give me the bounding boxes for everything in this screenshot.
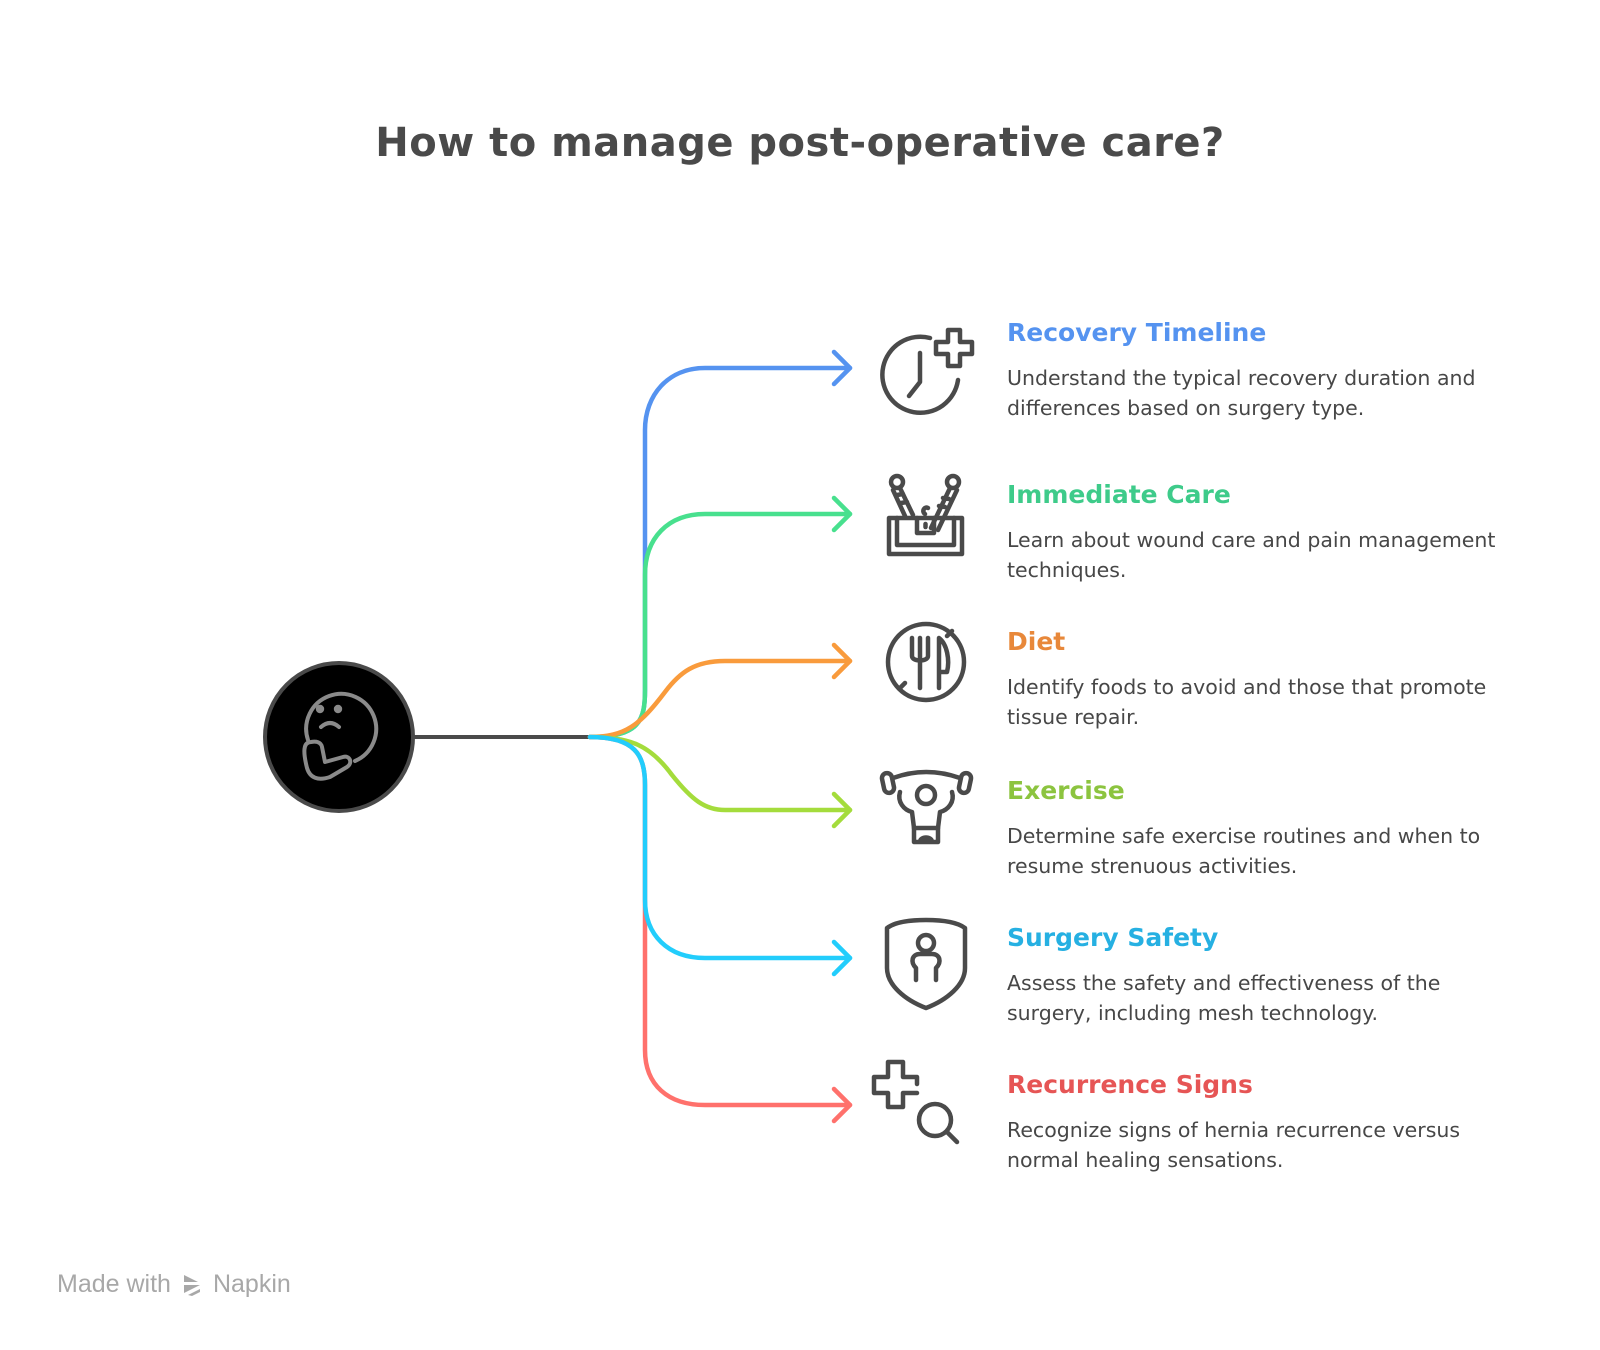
branch-title-diet: Diet bbox=[1007, 627, 1066, 656]
made-with-napkin-footer: Made with Napkin bbox=[57, 1270, 291, 1299]
branch-line-recurrence-signs bbox=[587, 734, 853, 1108]
branch-title-recovery-timeline: Recovery Timeline bbox=[1007, 318, 1267, 347]
napkin-logo-icon bbox=[183, 1274, 200, 1296]
branch-description-recovery-timeline: Understand the typical recovery duration… bbox=[1007, 366, 1476, 420]
branch-line-recovery-timeline bbox=[587, 365, 853, 740]
branch-line-diet bbox=[587, 658, 853, 740]
branch-description-exercise: Determine safe exercise routines and whe… bbox=[1007, 824, 1481, 878]
surgical-tools-kit-icon bbox=[886, 473, 965, 557]
center-node bbox=[263, 661, 415, 813]
branch-description-surgery-safety: Assess the safety and effectiveness of t… bbox=[1007, 971, 1441, 1025]
medical-cross-search-icon bbox=[871, 1059, 960, 1145]
shield-person-icon bbox=[884, 917, 968, 1011]
thinking-face-icon bbox=[302, 691, 379, 781]
branch-line-surgery-safety bbox=[587, 734, 853, 961]
made-with-label: Made with bbox=[57, 1270, 171, 1298]
weightlifting-person-icon bbox=[879, 769, 974, 845]
branch-description-immediate-care: Learn about wound care and pain manageme… bbox=[1007, 528, 1496, 582]
napkin-brand-label: Napkin bbox=[212, 1270, 291, 1298]
branch-arrow-immediate-care bbox=[831, 495, 853, 533]
branch-arrow-recurrence-signs bbox=[831, 1086, 853, 1124]
branch-arrow-surgery-safety bbox=[831, 939, 853, 977]
branch-arrow-diet bbox=[831, 642, 853, 680]
branch-title-surgery-safety: Surgery Safety bbox=[1007, 923, 1219, 952]
diagram-title: How to manage post-operative care? bbox=[375, 120, 1225, 166]
branch-line-immediate-care bbox=[587, 511, 853, 740]
branch-title-exercise: Exercise bbox=[1007, 776, 1125, 805]
branch-description-diet: Identify foods to avoid and those that p… bbox=[1007, 675, 1487, 729]
branch-description-recurrence-signs: Recognize signs of hernia recurrence ver… bbox=[1007, 1118, 1461, 1172]
branch-arrow-exercise bbox=[831, 791, 853, 829]
branch-title-recurrence-signs: Recurrence Signs bbox=[1007, 1070, 1253, 1099]
no-food-icon bbox=[885, 621, 967, 703]
branch-title-immediate-care: Immediate Care bbox=[1007, 480, 1231, 509]
branch-arrow-recovery-timeline bbox=[831, 349, 853, 387]
clock-plus-icon bbox=[880, 327, 975, 415]
